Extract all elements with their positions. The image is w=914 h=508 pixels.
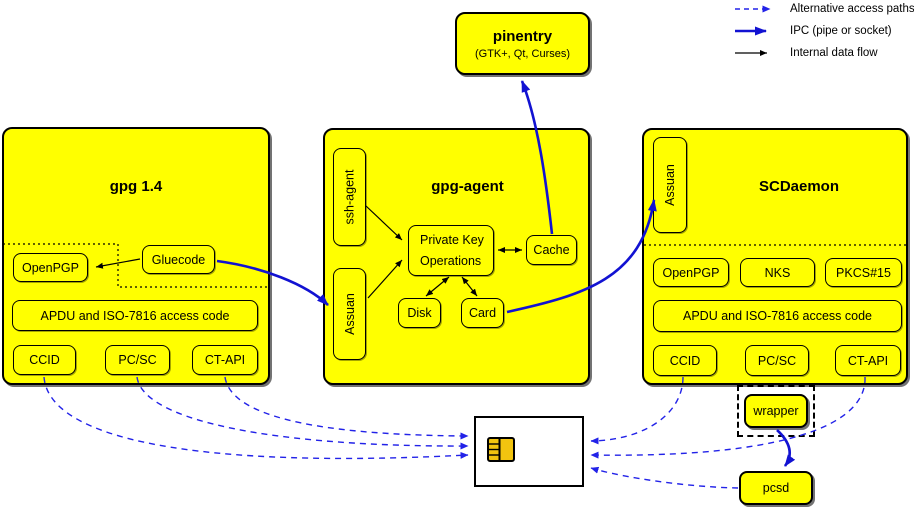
node-scd-openpgp: OpenPGP <box>653 258 729 287</box>
node-agent-ssh-agent: ssh-agent <box>333 148 366 246</box>
legend-label-internal: Internal data flow <box>790 47 878 59</box>
node-scd-assuan: Assuan <box>653 137 687 233</box>
node-scd-ctapi: CT-API <box>835 345 901 376</box>
alt-gpg-ccid-to-card <box>43 376 469 460</box>
gpg14-title: gpg 1.4 <box>109 178 163 195</box>
pinentry-title: pinentry <box>492 27 553 45</box>
node-wrapper: wrapper <box>744 394 808 428</box>
node-scd-pkcs15: PKCS#15 <box>825 258 902 287</box>
node-scd-ccid: CCID <box>653 345 717 376</box>
node-cache: Cache <box>526 235 577 265</box>
node-pinentry: pinentry (GTK+, Qt, Curses) <box>455 12 590 75</box>
legend-label-ipc: IPC (pipe or socket) <box>790 25 892 37</box>
pko-line1: Private Key <box>420 232 484 247</box>
scdaemon-title: SCDaemon <box>758 178 840 195</box>
node-gpg-ctapi: CT-API <box>192 345 258 375</box>
node-gpg-pcsc: PC/SC <box>105 345 170 375</box>
node-scd-apdu: APDU and ISO-7816 access code <box>653 300 902 332</box>
node-gpg-openpgp: OpenPGP <box>13 253 88 282</box>
smartcard <box>474 416 584 487</box>
node-private-key-operations: Private Key Operations <box>408 225 494 276</box>
node-scd-pcsc: PC/SC <box>745 345 809 376</box>
node-scd-nks: NKS <box>740 258 815 287</box>
agent-assuan-label: Assuan <box>342 293 357 335</box>
node-gpg-ccid: CCID <box>13 345 76 375</box>
node-card: Card <box>461 298 504 328</box>
alt-scd-ccid-to-card <box>590 376 684 445</box>
alt-gpg-ctapi-to-card <box>224 376 469 440</box>
node-pcsd: pcsd <box>739 471 813 505</box>
pko-line2: Operations <box>420 253 482 268</box>
node-disk: Disk <box>398 298 441 328</box>
alt-gpg-pcsc-to-card <box>136 376 469 450</box>
ssh-agent-label: ssh-agent <box>342 169 357 225</box>
pinentry-subtitle: (GTK+, Qt, Curses) <box>474 47 571 60</box>
node-gpg-apdu: APDU and ISO-7816 access code <box>12 300 258 331</box>
legend-label-alternative: Alternative access paths <box>790 3 914 15</box>
scd-assuan-label: Assuan <box>663 164 678 206</box>
smartcard-chip-icon <box>487 437 515 462</box>
gpg-agent-title: gpg-agent <box>431 178 504 195</box>
node-gpg-gluecode: Gluecode <box>142 245 215 274</box>
alt-pcsd-to-card <box>590 466 739 489</box>
node-agent-assuan: Assuan <box>333 268 366 360</box>
alt-scd-ctapi-to-card <box>590 376 866 459</box>
